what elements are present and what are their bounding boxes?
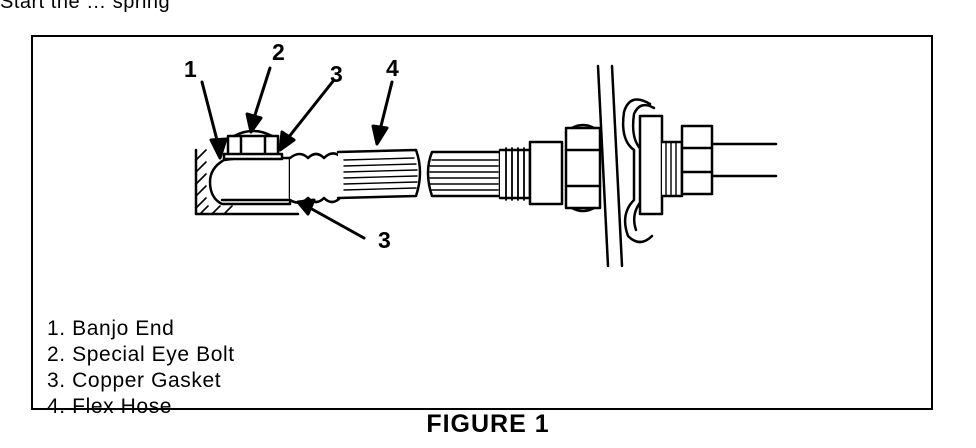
leader-arrows <box>200 66 394 240</box>
hose-fitting <box>288 152 342 204</box>
tube-nut <box>660 124 714 198</box>
bracket-hex-nut <box>564 123 602 213</box>
legend-item: 2. Special Eye Bolt <box>47 343 235 366</box>
page-top-text-fragment: Start the … spring <box>0 0 171 13</box>
spring-clip <box>621 98 664 244</box>
mounting-bracket <box>596 64 624 268</box>
callout-eye-bolt: 2 <box>272 39 285 65</box>
legend-item: 1. Banjo End <box>47 317 175 340</box>
callout-gasket-top: 3 <box>330 61 343 87</box>
flex-hose-left <box>336 148 422 200</box>
steel-brake-line <box>710 142 778 178</box>
callout-banjo-end: 1 <box>184 56 197 82</box>
callout-flex-hose: 4 <box>386 55 399 81</box>
legend-item: 3. Copper Gasket <box>47 369 222 392</box>
special-eye-bolt <box>222 129 284 161</box>
frame-bracket <box>194 148 300 216</box>
callout-gasket-bottom: 3 <box>378 227 391 253</box>
parts-legend: 1. Banjo End 2. Special Eye Bolt 3. Copp… <box>47 316 235 420</box>
flex-hose-right <box>426 140 564 206</box>
figure-frame <box>31 35 933 410</box>
legend-item: 4. Flex Hose <box>47 395 173 418</box>
banjo-end <box>208 156 292 206</box>
figure-caption: FIGURE 1 <box>426 410 550 438</box>
